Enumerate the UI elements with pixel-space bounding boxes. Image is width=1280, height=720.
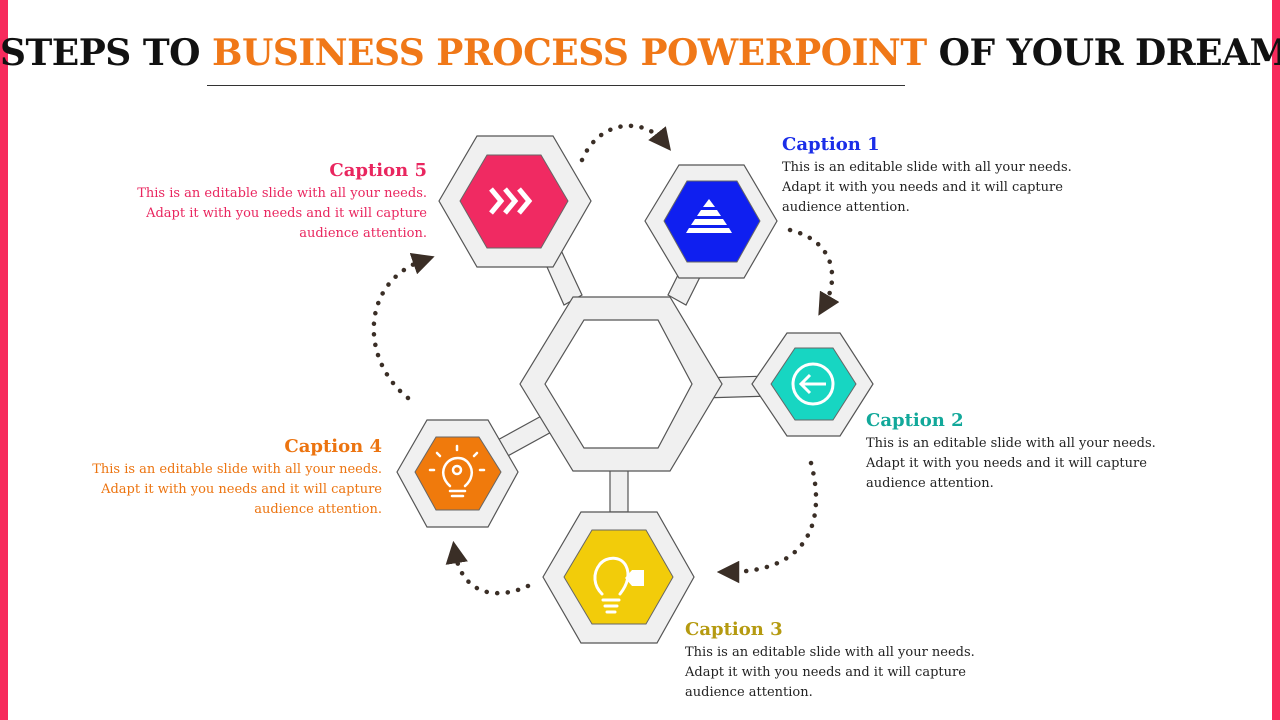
right-accent-bar [1272,0,1280,720]
caption-2-block: Caption 2 This is an editable slide with… [866,410,1176,494]
left-accent-bar [0,0,8,720]
caption-3-line-3: audience attention. [685,685,813,700]
arrow-1-to-2 [787,227,840,316]
slide-title: STEPS TO BUSINESS PROCESS POWERPOINT OF … [0,32,1280,74]
caption-4-line-3: audience attention. [254,502,382,517]
caption-1-title: Caption 1 [782,134,880,155]
caption-3-line-2: Adapt it with you needs and it will capt… [685,665,966,680]
caption-4-title: Caption 4 [284,436,382,457]
caption-4-line-1: This is an editable slide with all your … [92,462,382,477]
arrow-2-to-3 [716,460,819,584]
caption-3-title: Caption 3 [685,619,783,640]
title-underline [207,85,905,86]
caption-5-body: This is an editable slide with all your … [117,184,427,244]
caption-3-line-1: This is an editable slide with all your … [685,645,975,660]
title-part-3: OF YOUR DREAMS [926,32,1280,74]
caption-3-block: Caption 3 This is an editable slide with… [685,619,995,703]
caption-5-block: Caption 5 This is an editable slide with… [117,160,427,244]
lightbulb-gear-icon [428,444,486,498]
caption-2-title: Caption 2 [866,410,964,431]
step-1-hexagon [644,164,778,279]
caption-5-title: Caption 5 [329,160,427,181]
caption-5-line-2: Adapt it with you needs and it will capt… [146,206,427,221]
caption-1-line-2: Adapt it with you needs and it will capt… [782,180,1063,195]
caption-4-body: This is an editable slide with all your … [72,460,382,520]
arrow-3-to-4 [445,540,531,596]
caption-4-line-2: Adapt it with you needs and it will capt… [101,482,382,497]
caption-2-line-3: audience attention. [866,476,994,491]
caption-2-line-1: This is an editable slide with all your … [866,436,1156,451]
caption-1-block: Caption 1 This is an editable slide with… [782,134,1092,218]
caption-5-line-1: This is an editable slide with all your … [137,186,427,201]
step-2-hexagon [751,332,874,437]
arrow-5-to-1 [579,123,671,163]
dotted-arrows [371,123,840,596]
step-4-hexagon [396,419,519,528]
caption-4-block: Caption 4 This is an editable slide with… [72,436,382,520]
caption-1-body: This is an editable slide with all your … [782,158,1092,218]
connector-3 [609,464,629,513]
step-5-hexagon [438,135,592,268]
step-3-hexagon [542,511,695,644]
chevrons-right-icon [489,187,533,215]
caption-2-body: This is an editable slide with all your … [866,434,1176,494]
arrow-4-to-5 [371,253,435,401]
caption-1-line-1: This is an editable slide with all your … [782,160,1072,175]
title-accent: BUSINESS PROCESS POWERPOINT [212,32,927,74]
caption-3-body: This is an editable slide with all your … [685,643,995,703]
pyramid-icon [686,199,732,233]
title-part-1: STEPS TO [0,32,213,74]
arrow-left-circle-icon [791,362,835,406]
caption-5-line-3: audience attention. [299,226,427,241]
center-hexagon [519,296,723,472]
caption-2-line-2: Adapt it with you needs and it will capt… [866,456,1147,471]
lightbulb-tag-icon [593,556,644,614]
caption-1-line-3: audience attention. [782,200,910,215]
step-3-hex-fill [563,529,674,625]
center-hex-inner [544,319,693,449]
